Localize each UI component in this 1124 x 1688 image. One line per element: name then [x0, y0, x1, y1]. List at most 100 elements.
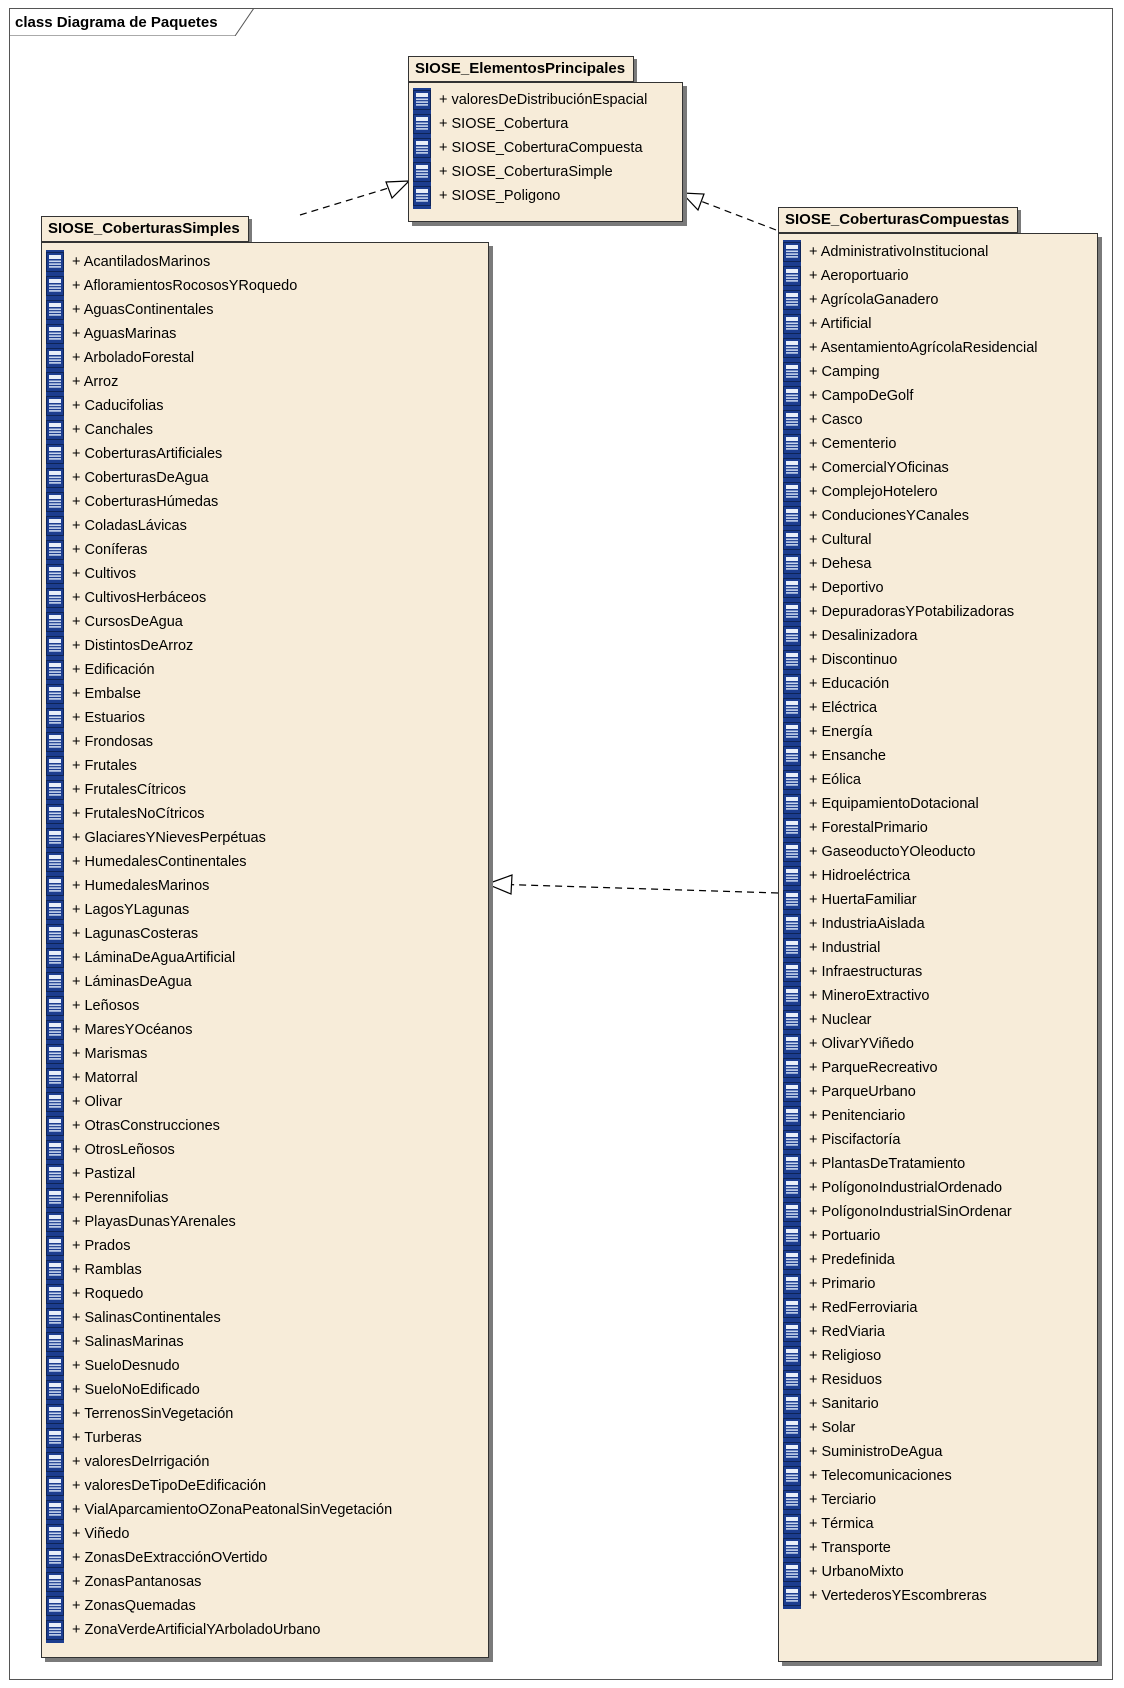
- package-item[interactable]: + Religioso: [783, 1345, 881, 1367]
- package-item[interactable]: + HumedalesMarinos: [46, 875, 209, 897]
- package-item[interactable]: + Sanitario: [783, 1393, 879, 1415]
- package-item[interactable]: + Edificación: [46, 659, 155, 681]
- package-item[interactable]: + LáminaDeAguaArtificial: [46, 947, 235, 969]
- package-item[interactable]: + Primario: [783, 1273, 875, 1295]
- package-item[interactable]: + GlaciaresYNievesPerpétuas: [46, 827, 266, 849]
- package-item[interactable]: + AguasMarinas: [46, 323, 176, 345]
- package-item[interactable]: + Canchales: [46, 419, 153, 441]
- package-item[interactable]: + Telecomunicaciones: [783, 1465, 952, 1487]
- package-item[interactable]: + Viñedo: [46, 1523, 129, 1545]
- package-item[interactable]: + CultivosHerbáceos: [46, 587, 206, 609]
- package-item[interactable]: + SIOSE_CoberturaCompuesta: [413, 137, 643, 159]
- package-item[interactable]: + Coníferas: [46, 539, 147, 561]
- package-item[interactable]: + SIOSE_CoberturaSimple: [413, 161, 613, 183]
- package-item[interactable]: + Frondosas: [46, 731, 153, 753]
- package-item[interactable]: + AgrícolaGanadero: [783, 289, 938, 311]
- package-item[interactable]: + ComercialYOficinas: [783, 457, 949, 479]
- package-item[interactable]: + IndustriaAislada: [783, 913, 925, 935]
- package-item[interactable]: + AguasContinentales: [46, 299, 213, 321]
- package-item[interactable]: + valoresDeTipoDeEdificación: [46, 1475, 266, 1497]
- package-item[interactable]: + Estuarios: [46, 707, 145, 729]
- package-item[interactable]: + AfloramientosRocososYRoquedo: [46, 275, 297, 297]
- package-item[interactable]: + Marismas: [46, 1043, 147, 1065]
- package-item[interactable]: + Cementerio: [783, 433, 896, 455]
- package-item[interactable]: + SalinasContinentales: [46, 1307, 221, 1329]
- package-item[interactable]: + Roquedo: [46, 1283, 143, 1305]
- package-item[interactable]: + ConducionesYCanales: [783, 505, 969, 527]
- package-item[interactable]: + Cultural: [783, 529, 871, 551]
- package-item[interactable]: + Eléctrica: [783, 697, 877, 719]
- package-item[interactable]: + Olivar: [46, 1091, 122, 1113]
- package-item[interactable]: + OtrosLeñosos: [46, 1139, 175, 1161]
- package-item[interactable]: + ForestalPrimario: [783, 817, 928, 839]
- package-item[interactable]: + EquipamientoDotacional: [783, 793, 979, 815]
- package-item[interactable]: + VertederosYEscombreras: [783, 1585, 987, 1607]
- package-item[interactable]: + LáminasDeAgua: [46, 971, 192, 993]
- package-item[interactable]: + Industrial: [783, 937, 880, 959]
- package-item[interactable]: + ParqueRecreativo: [783, 1057, 938, 1079]
- package-item[interactable]: + valoresDeDistribuciónEspacial: [413, 89, 647, 111]
- package-item[interactable]: + ZonasDeExtracciónOVertido: [46, 1547, 267, 1569]
- package-item[interactable]: + UrbanoMixto: [783, 1561, 904, 1583]
- package-item[interactable]: + Educación: [783, 673, 889, 695]
- package-item[interactable]: + SalinasMarinas: [46, 1331, 184, 1353]
- package-item[interactable]: + CoberturasDeAgua: [46, 467, 209, 489]
- package-item[interactable]: + Residuos: [783, 1369, 882, 1391]
- package-item[interactable]: + PolígonoIndustrialSinOrdenar: [783, 1201, 1012, 1223]
- package-item[interactable]: + PlantasDeTratamiento: [783, 1153, 965, 1175]
- package-item[interactable]: + Desalinizadora: [783, 625, 917, 647]
- package-item[interactable]: + RedViaria: [783, 1321, 885, 1343]
- package-item[interactable]: + Perennifolias: [46, 1187, 168, 1209]
- package-item[interactable]: + CampoDeGolf: [783, 385, 913, 407]
- package-item[interactable]: + valoresDeIrrigación: [46, 1451, 209, 1473]
- package-item[interactable]: + CoberturasArtificiales: [46, 443, 222, 465]
- package-item[interactable]: + Casco: [783, 409, 863, 431]
- package-item[interactable]: + Aeroportuario: [783, 265, 909, 287]
- package-item[interactable]: + LagunasCosteras: [46, 923, 198, 945]
- package-item[interactable]: + Transporte: [783, 1537, 891, 1559]
- package-item[interactable]: + CursosDeAgua: [46, 611, 183, 633]
- package-item[interactable]: + Ensanche: [783, 745, 886, 767]
- package-item[interactable]: + FrutalesNoCítricos: [46, 803, 205, 825]
- package-item[interactable]: + ComplejoHotelero: [783, 481, 938, 503]
- package-item[interactable]: + Predefinida: [783, 1249, 895, 1271]
- package-item[interactable]: + VialAparcamientoOZonaPeatonalSinVegeta…: [46, 1499, 392, 1521]
- package-item[interactable]: + HuertaFamiliar: [783, 889, 917, 911]
- package-item[interactable]: + Portuario: [783, 1225, 880, 1247]
- package-item[interactable]: + Penitenciario: [783, 1105, 905, 1127]
- package-item[interactable]: + Deportivo: [783, 577, 884, 599]
- package-item[interactable]: + Dehesa: [783, 553, 871, 575]
- package-item[interactable]: + ZonasQuemadas: [46, 1595, 196, 1617]
- package-item[interactable]: + Cultivos: [46, 563, 136, 585]
- package-coberturas-compuestas[interactable]: SIOSE_CoberturasCompuestas + Administrat…: [778, 207, 1098, 1662]
- package-item[interactable]: + ArboladoForestal: [46, 347, 194, 369]
- package-item[interactable]: + AsentamientoAgrícolaResidencial: [783, 337, 1038, 359]
- package-item[interactable]: + Solar: [783, 1417, 855, 1439]
- package-item[interactable]: + Pastizal: [46, 1163, 135, 1185]
- package-item[interactable]: + Hidroeléctrica: [783, 865, 910, 887]
- package-item[interactable]: + DistintosDeArroz: [46, 635, 193, 657]
- package-item[interactable]: + Nuclear: [783, 1009, 871, 1031]
- package-elementos-principales[interactable]: SIOSE_ElementosPrincipales + valoresDeDi…: [408, 56, 683, 222]
- package-item[interactable]: + Ramblas: [46, 1259, 142, 1281]
- package-item[interactable]: + Energía: [783, 721, 872, 743]
- package-item[interactable]: + Térmica: [783, 1513, 874, 1535]
- package-item[interactable]: + SueloNoEdificado: [46, 1379, 200, 1401]
- package-item[interactable]: + Caducifolias: [46, 395, 163, 417]
- package-item[interactable]: + PlayasDunasYArenales: [46, 1211, 236, 1233]
- package-item[interactable]: + Matorral: [46, 1067, 138, 1089]
- package-item[interactable]: + AcantiladosMarinos: [46, 251, 210, 273]
- package-item[interactable]: + Frutales: [46, 755, 137, 777]
- package-item[interactable]: + OtrasConstrucciones: [46, 1115, 220, 1137]
- package-tab[interactable]: SIOSE_CoberturasSimples: [41, 216, 249, 242]
- package-item[interactable]: + ColadasLávicas: [46, 515, 187, 537]
- package-item[interactable]: + FrutalesCítricos: [46, 779, 186, 801]
- package-item[interactable]: + Embalse: [46, 683, 141, 705]
- package-item[interactable]: + HumedalesContinentales: [46, 851, 247, 873]
- package-item[interactable]: + SuministroDeAgua: [783, 1441, 942, 1463]
- package-item[interactable]: + PolígonoIndustrialOrdenado: [783, 1177, 1002, 1199]
- package-item[interactable]: + ParqueUrbano: [783, 1081, 916, 1103]
- package-item[interactable]: + ZonasPantanosas: [46, 1571, 201, 1593]
- package-item[interactable]: + Leñosos: [46, 995, 139, 1017]
- package-tab[interactable]: SIOSE_ElementosPrincipales: [408, 56, 635, 82]
